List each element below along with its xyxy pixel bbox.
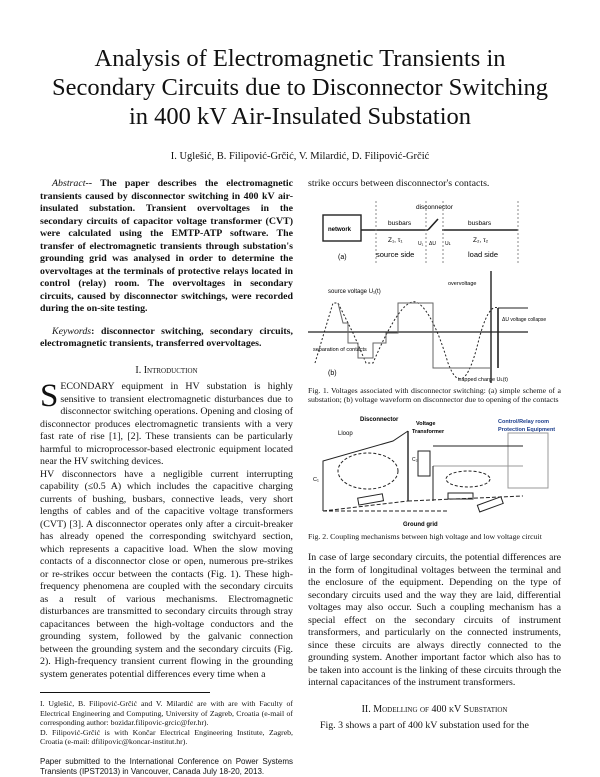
fig1-u1: U₁ <box>418 241 424 247</box>
fig1-du: ΔU <box>429 241 436 247</box>
fig1-b-label: (b) <box>328 370 337 377</box>
drop-cap: S <box>40 378 59 414</box>
fig1-trapped: trapped charge Uʟ(t) <box>458 377 508 383</box>
fig2-control-line1: Control/Relay room <box>498 419 549 425</box>
fig1-overvoltage: overvoltage <box>448 281 476 287</box>
footnote-affiliation-2: D. Filipović-Grčić is with Končar Electr… <box>40 727 293 747</box>
modelling-paragraph-1: Fig. 3 shows a part of 400 kV substation… <box>320 720 529 732</box>
footnote-rule <box>40 692 210 693</box>
fig1-disconnector-label: disconnector <box>416 204 454 211</box>
fig1-a-label: (a) <box>338 254 347 261</box>
submission-note: Paper submitted to the International Con… <box>40 756 293 776</box>
abstract-label: Abstract <box>52 178 86 189</box>
fig1-collapse: ΔU voltage collapse <box>502 317 546 323</box>
fig1-load-side: load side <box>468 250 498 259</box>
fig1-ul: Uʟ <box>445 241 451 247</box>
network-box <box>322 213 362 242</box>
keywords: Keywords: disconnector switching, second… <box>40 326 293 351</box>
fig2-disconnector: Disconnector <box>360 417 399 423</box>
fig2-control-line2: Protection Equipment <box>498 427 555 433</box>
abstract: Abstract-- The paper describes the elect… <box>40 178 293 316</box>
keywords-text: : disconnector switching, secondary circ… <box>40 325 293 350</box>
fig1-network-label: network <box>328 227 352 233</box>
fig1-separation: separation of contacts <box>313 347 367 353</box>
fig1-busbars-left: busbars <box>388 220 412 227</box>
authors: I. Uglešić, B. Filipović-Grčić, V. Milar… <box>170 151 430 162</box>
right-column: strike occurs between disconnector's con… <box>308 178 561 733</box>
figure-2: Disconnector Voltage Transformer Control… <box>313 417 555 528</box>
section-heading-introduction: I. Introduction <box>135 364 198 376</box>
fig1-busbars-right: busbars <box>468 220 492 227</box>
intro-paragraph-3: In case of large secondary circuits, the… <box>308 552 561 689</box>
section-heading-modelling: II. Modelling of 400 kV Substation <box>361 703 508 715</box>
intro-p1-text: ECONDARY equipment in HV substation is h… <box>40 381 293 467</box>
intro-paragraph-2-continued: strike occurs between disconnector's con… <box>308 178 490 189</box>
figure-1: network busbars busbars disconnector Z₁,… <box>308 200 546 383</box>
paper-title: Analysis of Electromagnetic Transients i… <box>51 45 549 130</box>
abstract-text: -- The paper describes the electromagnet… <box>40 178 293 314</box>
fig2-vt-line1: Voltage <box>416 421 435 427</box>
figure-2-caption: Fig. 2. Coupling mechanisms between high… <box>308 531 542 541</box>
fig2-c2: C₂ <box>412 457 418 463</box>
fig1-source-voltage: source voltage U₁(t) <box>328 289 381 295</box>
intro-paragraph-2: HV disconnectors have a negligible curre… <box>40 468 293 680</box>
keywords-label: Keywords <box>52 325 92 337</box>
fig2-ground-grid: Ground grid <box>403 522 438 528</box>
fig1-z2: Z₂, τ₂ <box>473 237 489 244</box>
footnote-affiliation-1: I. Uglešić, B. Filipović-Grčić and V. Mi… <box>40 699 293 728</box>
figure-1-caption: Fig. 1. Voltages associated with disconn… <box>308 385 561 405</box>
fig2-c1: C₁ <box>313 477 319 483</box>
fig1-z1: Z₁, τ₁ <box>388 237 403 244</box>
fig2-vt-line2: Transformer <box>412 429 445 435</box>
fig1-source-side: source side <box>376 250 414 259</box>
left-column: Abstract-- The paper describes the elect… <box>40 178 293 777</box>
fig2-lloop: Lloop <box>338 431 353 437</box>
